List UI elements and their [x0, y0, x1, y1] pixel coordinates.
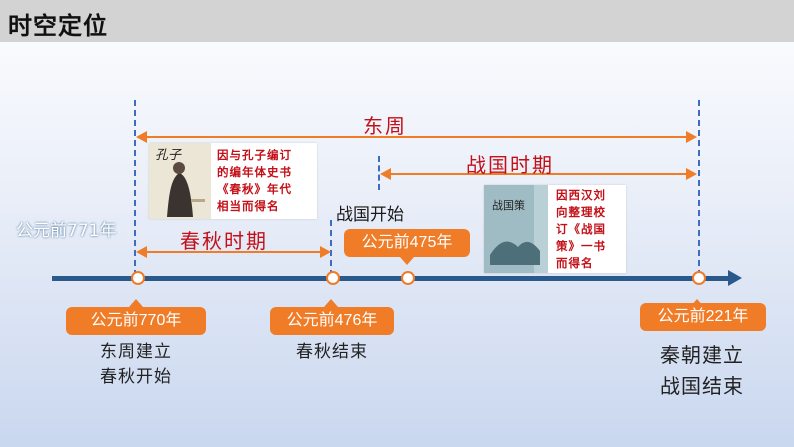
event-bc221: 秦朝建立 战国结束	[642, 340, 762, 402]
zhanguoce-book-title: 战国策	[492, 198, 525, 212]
chunqiu-line: 因与孔子编订	[217, 148, 292, 162]
event-bc770-line2: 春秋开始	[100, 367, 172, 387]
dot-bc221	[692, 271, 706, 285]
spring-autumn-arrow-right	[320, 246, 331, 258]
event-bc476: 春秋结束	[272, 340, 392, 365]
badge-bc475-tail	[400, 257, 414, 265]
page-title: 时空定位	[8, 12, 108, 40]
zhanguo-line: 策》一书	[556, 239, 606, 253]
zhanguo-line: 订《战国	[556, 222, 606, 236]
event-bc770-line1: 东周建立	[100, 342, 172, 362]
event-bc221-line2: 战国结束	[660, 374, 744, 398]
chunqiu-line: 的编年体史书	[217, 165, 292, 179]
badge-bc476: 公元前476年	[270, 307, 394, 335]
header-bar: 时空定位	[0, 0, 794, 42]
dash-bc771	[134, 100, 136, 276]
timeline-axis	[52, 276, 732, 281]
zhanguo-card: 战国策 因西汉刘 向整理校 订《战国 策》一书 而得名	[484, 185, 626, 273]
zhanguo-line: 向整理校	[556, 205, 606, 219]
dash-bc475	[378, 156, 380, 190]
badge-bc770-tail	[129, 299, 143, 307]
bc771-label: 公元前771年	[16, 221, 117, 241]
confucius-book-title: 孔子	[155, 148, 182, 163]
badge-bc476-tail	[324, 299, 338, 307]
zhanguoce-book-image: 战国策	[484, 185, 548, 273]
dot-bc476	[326, 271, 340, 285]
badge-bc475: 公元前475年	[344, 229, 470, 257]
event-bc221-line1: 秦朝建立	[660, 343, 744, 367]
eastern-zhou-label: 东周	[363, 114, 407, 138]
chunqiu-card: 孔子 因与孔子编订 的编年体史书 《春秋》年代 相当而得名	[149, 143, 317, 219]
zhanguo-card-text: 因西汉刘 向整理校 订《战国 策》一书 而得名	[556, 187, 606, 272]
dot-bc475	[401, 271, 415, 285]
chunqiu-line: 《春秋》年代	[217, 182, 292, 196]
badge-bc770: 公元前770年	[66, 307, 206, 335]
event-bc476-line1: 春秋结束	[296, 342, 368, 362]
dash-bc221	[698, 100, 700, 276]
dash-bc476	[330, 220, 332, 276]
event-bc770: 东周建立 春秋开始	[76, 340, 196, 390]
spring-autumn-line	[146, 251, 320, 253]
chunqiu-line: 相当而得名	[217, 199, 280, 213]
spring-autumn-label: 春秋时期	[180, 229, 268, 253]
warring-states-label: 战国时期	[466, 153, 554, 177]
eastern-zhou-line	[146, 136, 686, 138]
warring-states-arrow-left	[380, 168, 391, 180]
chunqiu-card-text: 因与孔子编订 的编年体史书 《春秋》年代 相当而得名	[217, 147, 292, 215]
confucius-book-image: 孔子	[149, 143, 211, 219]
dot-bc770	[131, 271, 145, 285]
zhanguo-line: 而得名	[556, 256, 594, 270]
eastern-zhou-arrow-left	[136, 131, 147, 143]
zhanguo-line: 因西汉刘	[556, 188, 606, 202]
warring-states-line	[390, 173, 686, 175]
warring-states-arrow-right	[686, 168, 697, 180]
eastern-zhou-arrow-right	[686, 131, 697, 143]
spring-autumn-arrow-left	[136, 246, 147, 258]
timeline-arrowhead	[728, 270, 742, 286]
warring-states-start-label: 战国开始	[336, 205, 404, 225]
badge-bc221: 公元前221年	[640, 303, 766, 331]
